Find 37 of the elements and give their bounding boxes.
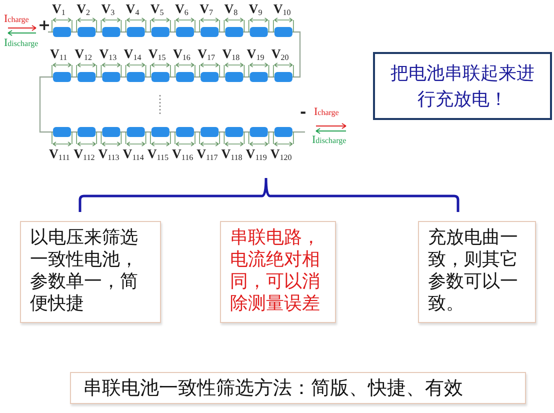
voltage-label: V$_{18}$ bbox=[222, 47, 240, 60]
voltage-label: V$_{14}$ bbox=[124, 47, 142, 60]
callout-box: 把电池串联起来进行充放电！ bbox=[373, 52, 552, 120]
voltage-label: V$_{15}$ bbox=[148, 47, 166, 60]
voltage-label: V$_{113}$ bbox=[98, 147, 120, 160]
voltage-label: V$_{13}$ bbox=[99, 47, 117, 60]
voltage-label: V$_{118}$ bbox=[221, 147, 242, 160]
voltage-label: V$_{10}$ bbox=[273, 2, 291, 15]
voltage-label: V$_{6}$ bbox=[175, 2, 188, 15]
voltage-label: V$_{8}$ bbox=[224, 2, 238, 15]
voltage-label: V$_{4}$ bbox=[126, 2, 140, 15]
voltage-label: V$_{120}$ bbox=[270, 147, 292, 160]
text-box: 串联电路，电流绝对相同，可以消除测量误差 bbox=[220, 221, 336, 323]
voltage-label: V$_{2}$ bbox=[76, 2, 90, 15]
text-box: 充放电曲一致，则其它参数可以一致。 bbox=[418, 221, 536, 323]
polarity-label: - bbox=[300, 105, 306, 120]
voltage-label: V$_{12}$ bbox=[74, 47, 92, 60]
polarity-label: + bbox=[38, 18, 51, 33]
summary-box: 串联电池一致性筛选方法：简版、快捷、有效 bbox=[70, 372, 526, 404]
voltage-label: V$_{19}$ bbox=[246, 47, 264, 60]
voltage-label: V$_{1}$ bbox=[52, 2, 66, 15]
voltage-label: V$_{117}$ bbox=[196, 147, 218, 160]
voltage-label: V$_{116}$ bbox=[172, 147, 194, 160]
voltage-label: V$_{114}$ bbox=[122, 147, 144, 160]
voltage-label: V$_{9}$ bbox=[248, 2, 262, 15]
voltage-label: V$_{7}$ bbox=[200, 2, 213, 15]
text-box: 以电压来筛选一致性电池，参数单一，简便快捷 bbox=[20, 221, 161, 323]
voltage-label: V$_{119}$ bbox=[246, 147, 267, 160]
voltage-label: V$_{5}$ bbox=[150, 2, 164, 15]
voltage-label: V$_{17}$ bbox=[198, 47, 215, 60]
voltage-label: V$_{20}$ bbox=[271, 47, 289, 60]
voltage-label: V$_{111}$ bbox=[49, 147, 70, 160]
voltage-label: V$_{16}$ bbox=[173, 47, 190, 60]
voltage-label: V$_{3}$ bbox=[101, 2, 115, 15]
voltage-label: V$_{115}$ bbox=[147, 147, 168, 160]
voltage-label: V$_{11}$ bbox=[50, 47, 68, 60]
voltage-label: V$_{112}$ bbox=[74, 147, 95, 160]
